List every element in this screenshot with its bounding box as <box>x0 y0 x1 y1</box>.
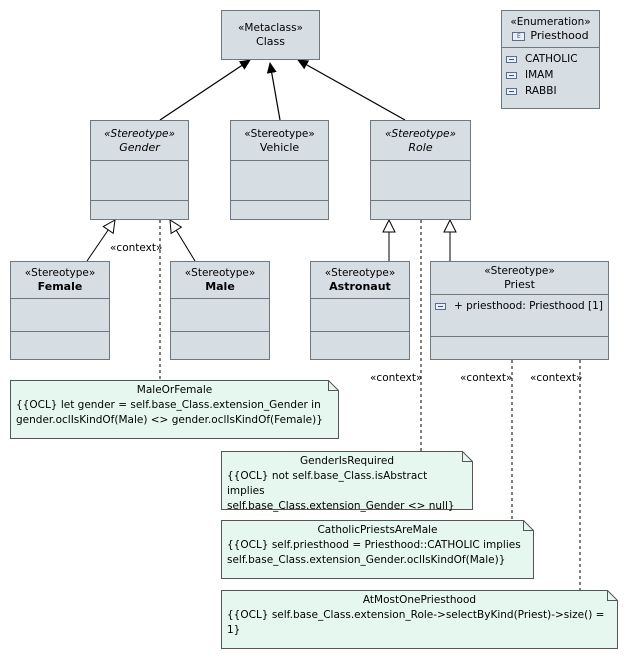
stereotype-astronaut-box[interactable]: «Stereotype» Astronaut <box>310 261 410 360</box>
stereotype-female-box[interactable]: «Stereotype» Female <box>10 261 110 360</box>
enum-literal[interactable]: RABBI <box>502 83 599 99</box>
generalization-female-to-gender[interactable] <box>86 219 116 262</box>
operation-compartment <box>171 332 269 359</box>
stereotype-label: «Stereotype» <box>104 127 175 140</box>
note-shape <box>221 590 618 649</box>
class-name: Role <box>408 140 433 154</box>
operation-compartment <box>431 337 608 359</box>
metaclass-class-box[interactable]: «Metaclass» Class <box>221 10 320 60</box>
class-name: Astronaut <box>329 280 391 293</box>
class-name: Female <box>37 280 83 293</box>
context-label-priest-2: «context» <box>530 372 583 384</box>
note-shape <box>221 520 534 579</box>
class-name: Vehicle <box>259 140 300 154</box>
note-shape <box>10 380 339 439</box>
stereotype-label: «Metaclass» <box>238 22 303 34</box>
attribute-compartment <box>371 161 470 201</box>
class-name: Male <box>205 280 235 293</box>
context-label-priest-1: «context» <box>460 372 513 384</box>
ocl-note-catholic-priests-are-male[interactable]: CatholicPriestsAreMale {{OCL} self.pries… <box>221 520 534 579</box>
attribute-compartment <box>91 161 188 201</box>
stereotype-label: «Stereotype» <box>385 127 456 140</box>
stereotype-label: «Enumeration» <box>510 16 591 28</box>
class-name: Class <box>256 35 285 48</box>
stereotype-vehicle-box[interactable]: «Stereotype» Vehicle <box>230 120 329 220</box>
context-label-role: «context» <box>370 372 423 384</box>
attribute-priesthood[interactable]: + priesthood: Priesthood [1] <box>431 298 608 314</box>
ocl-note-male-or-female[interactable]: MaleOrFemale {{OCL} let gender = self.ba… <box>10 380 339 439</box>
operation-compartment <box>231 201 328 219</box>
extension-gender-to-class[interactable] <box>159 59 251 121</box>
class-name: Priesthood <box>530 29 589 42</box>
enum-literal[interactable]: CATHOLIC <box>502 51 599 67</box>
note-title: CatholicPriestsAreMale <box>317 524 438 536</box>
stereotype-role-box[interactable]: «Stereotype» Role <box>370 120 471 220</box>
stereotype-label: «Stereotype» <box>244 127 315 140</box>
attribute-compartment <box>311 299 409 332</box>
class-name: Gender <box>119 140 160 154</box>
enum-literal[interactable]: IMAM <box>502 67 599 83</box>
note-line: {{OCL} self.base_Class.extension_Role->s… <box>227 609 605 636</box>
note-line: gender.oclIsKindOf(Male) <> gender.oclIs… <box>16 414 323 426</box>
ocl-note-at-most-one-priesthood[interactable]: AtMostOnePriesthood {{OCL} self.base_Cla… <box>221 590 618 649</box>
attribute-compartment <box>231 161 328 201</box>
context-label-gender: «context» <box>110 242 163 254</box>
stereotype-label: «Stereotype» <box>324 267 396 279</box>
class-name: Priest <box>504 278 535 291</box>
stereotype-label: «Stereotype» <box>24 267 96 279</box>
note-line: self.base_Class.extension_Gender <> null… <box>227 500 455 512</box>
enumeration-priesthood-box[interactable]: «Enumeration» E Priesthood CATHOLIC IMAM… <box>501 10 600 109</box>
note-line: {{OCL} self.priesthood = Priesthood::CAT… <box>227 539 521 551</box>
note-title: MaleOrFemale <box>136 384 213 396</box>
literal-icon <box>506 55 517 63</box>
stereotype-label: «Stereotype» <box>184 267 256 279</box>
attribute-compartment <box>171 299 269 332</box>
operation-compartment <box>311 332 409 359</box>
stereotype-male-box[interactable]: «Stereotype» Male <box>170 261 270 360</box>
note-line: self.base_Class.extension_Gender.oclIsKi… <box>227 554 506 566</box>
operation-compartment <box>91 201 188 219</box>
operation-compartment <box>11 332 109 359</box>
extension-vehicle-to-class[interactable] <box>266 62 281 121</box>
stereotype-priest-box[interactable]: «Stereotype» Priest + priesthood: Priest… <box>430 261 609 360</box>
ocl-note-gender-is-required[interactable]: GenderIsRequired {{OCL} not self.base_Cl… <box>221 451 473 512</box>
literal-icon <box>506 71 517 79</box>
note-line: {{OCL} let gender = self.base_Class.exte… <box>16 399 321 411</box>
enumeration-icon: E <box>512 31 526 41</box>
note-title: AtMostOnePriesthood <box>362 594 477 606</box>
stereotype-label: «Stereotype» <box>484 265 555 277</box>
extension-role-to-class[interactable] <box>297 59 406 121</box>
operation-compartment <box>371 201 470 219</box>
generalization-male-to-gender[interactable] <box>169 219 196 262</box>
attribute-icon <box>435 302 446 310</box>
attribute-compartment: + priesthood: Priesthood [1] <box>431 295 608 337</box>
attribute-compartment <box>11 299 109 332</box>
note-title: GenderIsRequired <box>300 455 394 467</box>
stereotype-gender-box[interactable]: «Stereotype» Gender <box>90 120 189 220</box>
literal-icon <box>506 87 517 95</box>
note-line: {{OCL} not self.base_Class.isAbstract im… <box>227 470 428 497</box>
note-shape <box>221 451 473 510</box>
